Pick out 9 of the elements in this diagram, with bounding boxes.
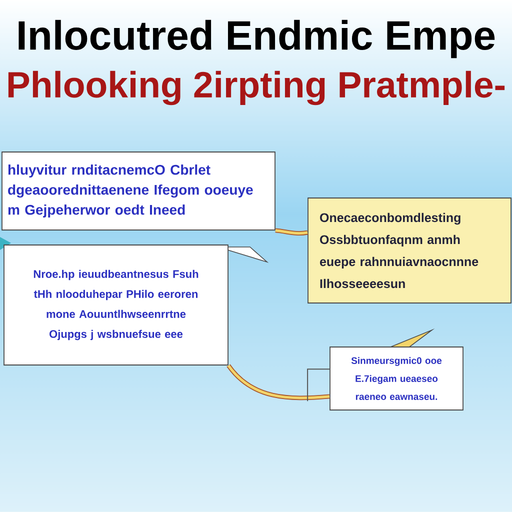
text-box: Onecaeconbomdlesting Ossbbtuonfaqnm anmh euepe rahnnuiavnaocnnne Ilhosseeeesun: [308, 198, 512, 304]
connector-band: [275, 228, 308, 236]
subtitle: Phlooking 2irpting Pratmple-: [8, 70, 505, 106]
speech-bubble: Nroe.hp ieuudbeantnesus Fsuh tHh nlooduhepar PHilo eeroren mone Aouuntlhwseenrrtne Ojupgs j wsbnuefsue eee: [4, 244, 269, 366]
title: Inlocutred Endmic Empe: [18, 20, 495, 58]
text-box: hluyvitur rnditacnemcO Cbrlet dgeaoorednittaenene Ifegom ooeuye m Gejpeherwor oedt Ineed: [2, 152, 276, 230]
speech-bubble: Sinmeursgmic0 ooe E.7iegam ueaeseo raeneo eawnaseu.: [330, 328, 464, 410]
connector-line: [307, 368, 330, 402]
connector-band: [226, 364, 330, 400]
